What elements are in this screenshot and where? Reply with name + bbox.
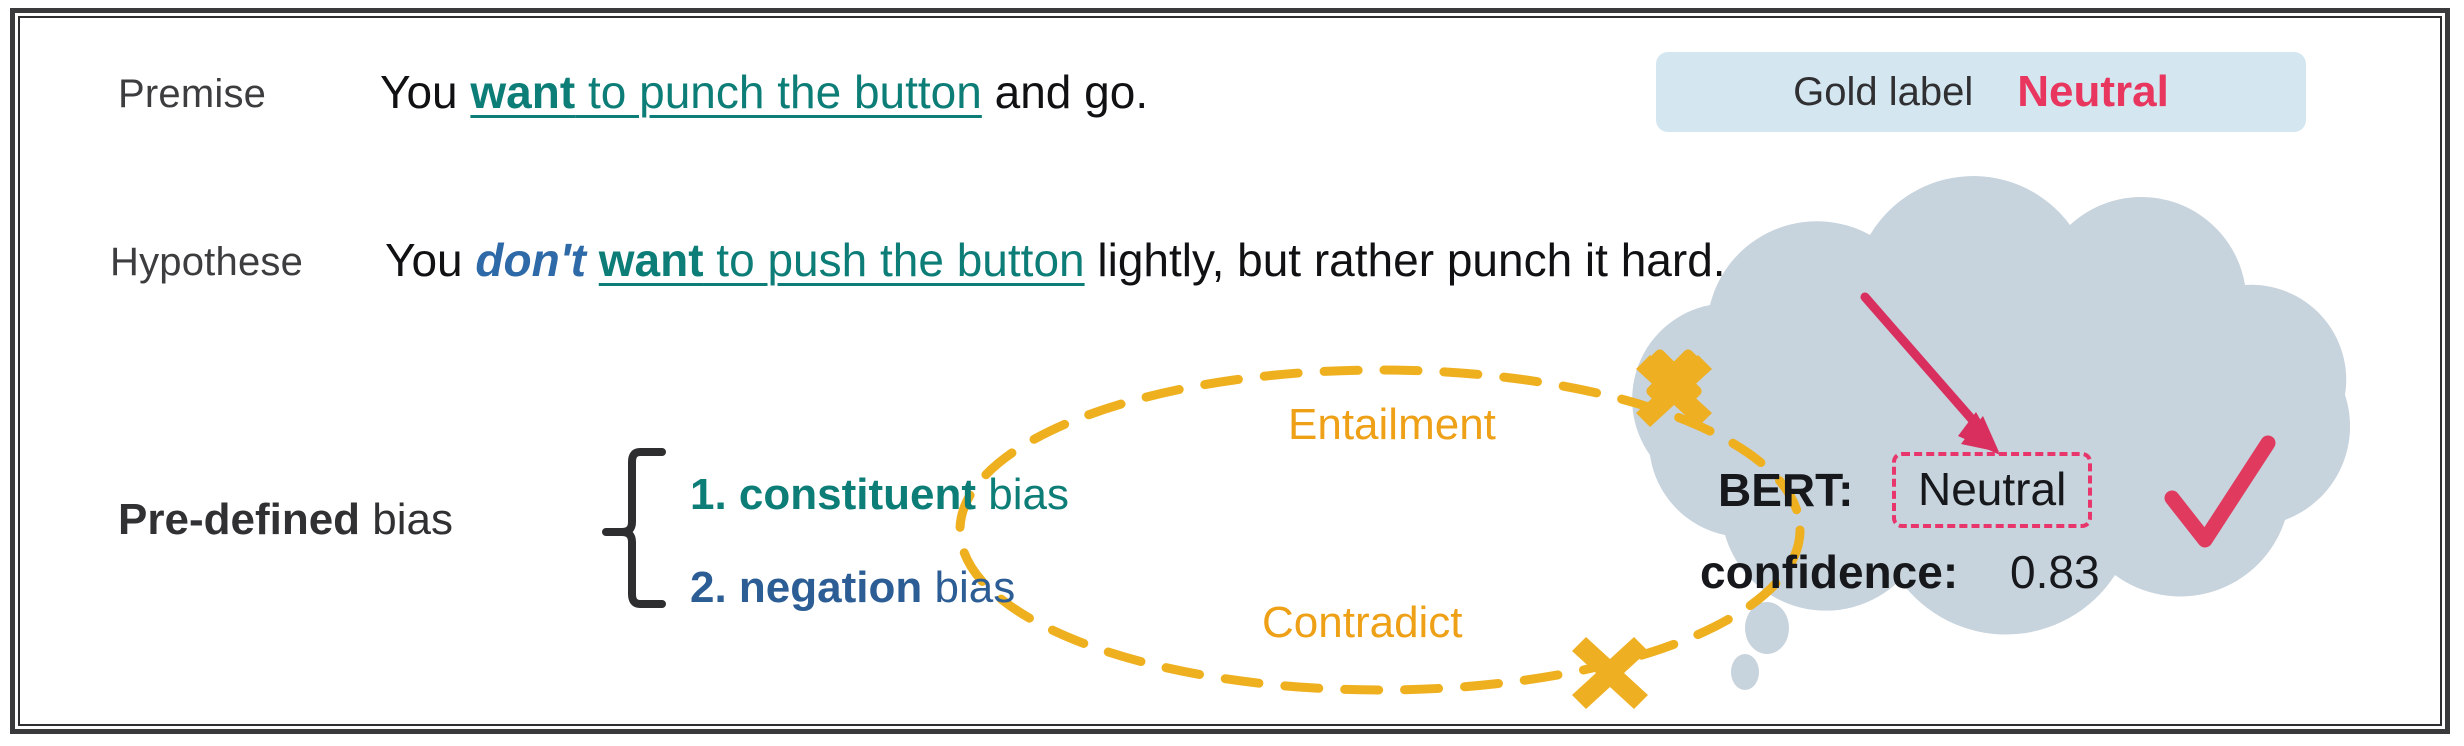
premise-sentence: You want to punch the button and go.: [380, 65, 1148, 119]
predefined-bias-title-rest: bias: [360, 495, 453, 544]
hypothesis-highlight-rest: to push the button: [703, 234, 1085, 286]
arc-label-entailment: Entailment: [1288, 400, 1496, 449]
bias-item-1-number: 1.: [690, 470, 727, 519]
check-icon: [2164, 435, 2276, 548]
bias-to-prediction-arc: [955, 365, 1805, 695]
model-label: BERT:: [1718, 464, 1854, 516]
gold-label-box: Gold label Neutral: [1656, 52, 2306, 132]
hypothesis-label: Hypothese: [110, 240, 304, 284]
cross-icon-entailment: [1636, 349, 1712, 427]
bias-item-1-weak: bias: [976, 470, 1069, 519]
arrow-icon: [1860, 292, 2000, 455]
bias-item-1-strong: constituent: [726, 470, 977, 519]
predicted-label-box: Neutral: [1892, 452, 2093, 528]
arc-label-contradict: Contradict: [1262, 598, 1463, 647]
curly-brace-icon: [602, 448, 666, 608]
premise-label: Premise: [118, 72, 267, 116]
bias-item-2-weak: bias: [922, 563, 1016, 612]
predefined-bias-title-strong: Pre-defined: [118, 495, 361, 544]
hypothesis-prefix: You: [385, 234, 476, 286]
predefined-bias-title: Pre-defined bias: [118, 495, 453, 545]
hypothesis-sentence: You don't want to push the button lightl…: [385, 233, 1726, 287]
bias-item-constituent: 1. constituent bias: [690, 470, 1069, 520]
gold-label-key: Gold label: [1793, 69, 1974, 114]
confidence-value: 0.83: [2010, 546, 2100, 598]
thought-cloud-icon: [1632, 176, 2351, 690]
bias-item-2-strong: negation: [726, 563, 923, 612]
premise-highlight-bold: want: [470, 66, 576, 118]
premise-suffix: and go.: [981, 66, 1149, 118]
premise-highlight-rest: to punch the button: [575, 66, 982, 118]
confidence-label: confidence:: [1700, 546, 1959, 598]
hypothesis-negation: don't: [475, 234, 586, 286]
hypothesis-suffix: lightly, but rather punch it hard.: [1084, 234, 1726, 286]
hypothesis-highlight-bold: want: [598, 234, 704, 286]
gold-label-value: Neutral: [2017, 67, 2169, 116]
bias-item-negation: 2. negation bias: [690, 563, 1015, 613]
cross-icon-contradict: [1572, 637, 1648, 709]
bias-item-2-number: 2.: [690, 563, 727, 612]
premise-prefix: You: [380, 66, 471, 118]
